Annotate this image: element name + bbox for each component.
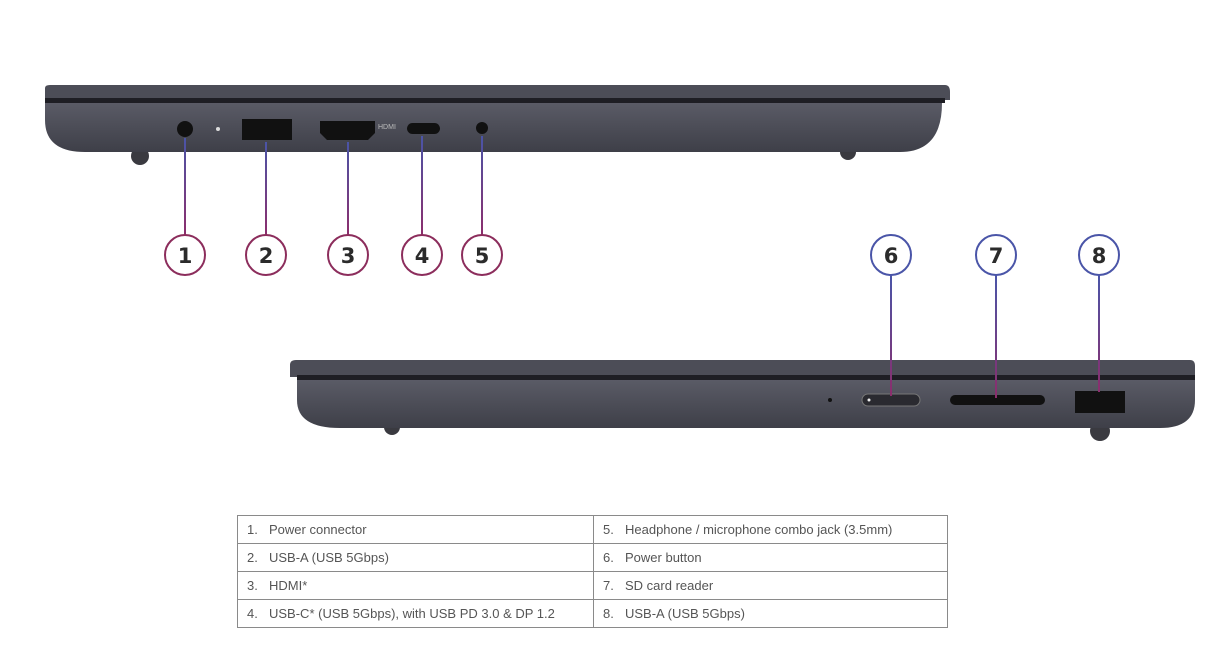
- power-connector-port: [177, 121, 193, 137]
- mic-indicator: [828, 398, 832, 402]
- callout-5: 5: [475, 244, 490, 268]
- callout-circle: [401, 234, 443, 276]
- table-row: 2.USB-A (USB 5Gbps) 6.Power button: [237, 543, 948, 572]
- callout-8: 8: [1092, 244, 1107, 268]
- legend-cell: 1.Power connector: [237, 515, 594, 544]
- hdmi-label: HDMI: [378, 124, 396, 131]
- lid: [290, 360, 1195, 377]
- ports-legend-table: 1.Power connector 5.Headphone / micropho…: [237, 515, 948, 628]
- table-row: 1.Power connector 5.Headphone / micropho…: [237, 515, 948, 544]
- legend-cell: 8.USB-A (USB 5Gbps): [593, 599, 948, 628]
- callout-6: 6: [884, 244, 899, 268]
- laptop-right-side: [290, 360, 1195, 441]
- callout-1: 1: [178, 244, 193, 268]
- sd-card-slot: [950, 395, 1045, 405]
- usb-c-port: [407, 123, 440, 134]
- callout-lines: [184, 135, 1101, 399]
- callout-4: 4: [415, 244, 430, 268]
- legend-cell: 5.Headphone / microphone combo jack (3.5…: [593, 515, 948, 544]
- callout-circle: [975, 234, 1017, 276]
- callout-circle: [327, 234, 369, 276]
- legend-cell: 7.SD card reader: [593, 571, 948, 600]
- legend-cell: 6.Power button: [593, 543, 948, 572]
- hdmi-port: [320, 121, 375, 140]
- callout-3: 3: [341, 244, 356, 268]
- table-row: 3.HDMI* 7.SD card reader: [237, 571, 948, 600]
- callout-circle: [461, 234, 503, 276]
- callout-circle: [245, 234, 287, 276]
- table-row: 4.USB-C* (USB 5Gbps), with USB PD 3.0 & …: [237, 599, 948, 628]
- callout-7: 7: [989, 244, 1004, 268]
- callout-circle: [870, 234, 912, 276]
- callout-circle: [1078, 234, 1120, 276]
- callout-circle: [164, 234, 206, 276]
- usb-a-port: [242, 119, 292, 140]
- legend-cell: 4.USB-C* (USB 5Gbps), with USB PD 3.0 & …: [237, 599, 594, 628]
- audio-jack-port: [476, 122, 488, 134]
- legend-cell: 3.HDMI*: [237, 571, 594, 600]
- base: [297, 380, 1195, 428]
- legend-cell: 2.USB-A (USB 5Gbps): [237, 543, 594, 572]
- callout-2: 2: [259, 244, 274, 268]
- lid: [45, 85, 950, 100]
- laptop-left-side: HDMI: [45, 85, 950, 165]
- usb-a-port-right: [1075, 391, 1125, 413]
- charge-led: [216, 127, 220, 131]
